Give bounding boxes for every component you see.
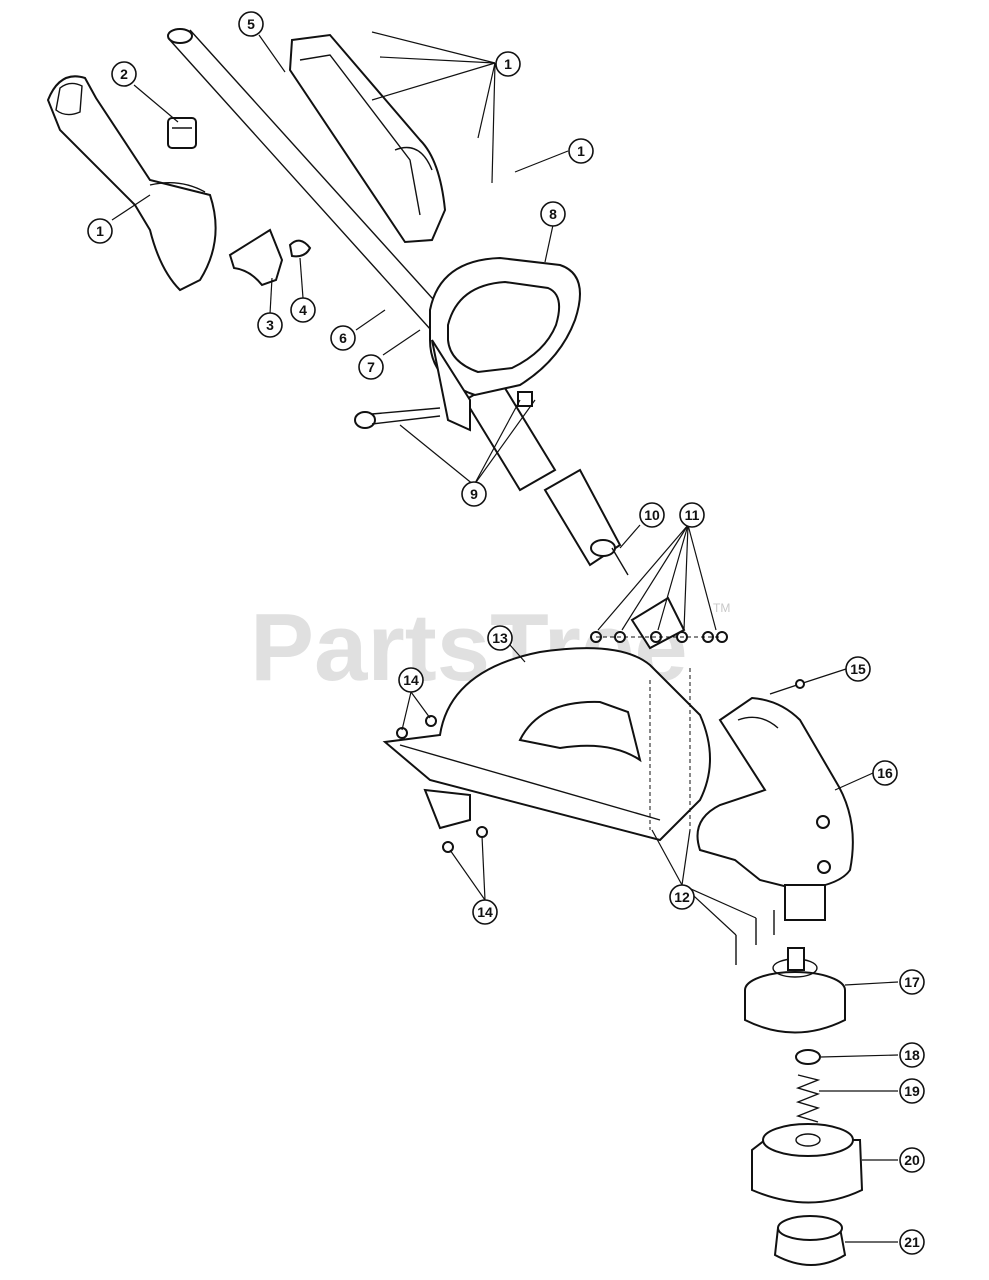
svg-text:15: 15 xyxy=(850,661,866,677)
svg-text:16: 16 xyxy=(877,765,893,781)
callout-8: 8 xyxy=(540,201,566,227)
motor-housing xyxy=(696,696,854,921)
housing-screws xyxy=(649,668,775,965)
assist-handle xyxy=(429,256,581,432)
svg-text:14: 14 xyxy=(403,672,419,688)
callout-5: 5 xyxy=(238,11,264,37)
callout-2: 2 xyxy=(111,61,137,87)
callout-1a: 1 xyxy=(495,51,521,77)
callout-10: 10 xyxy=(639,502,665,528)
callout-15: 15 xyxy=(845,656,871,682)
svg-text:7: 7 xyxy=(367,359,375,375)
callout-20: 20 xyxy=(899,1147,925,1173)
callout-7: 7 xyxy=(358,354,384,380)
upper-shaft xyxy=(167,28,471,341)
svg-text:18: 18 xyxy=(904,1047,920,1063)
debris-guard xyxy=(382,647,711,842)
spool-spring xyxy=(795,1074,821,1123)
svg-text:8: 8 xyxy=(549,206,557,222)
callout-16: 16 xyxy=(872,760,898,786)
svg-text:5: 5 xyxy=(247,16,255,32)
callout-19: 19 xyxy=(899,1078,925,1104)
callout-3: 3 xyxy=(257,312,283,338)
svg-text:2: 2 xyxy=(120,66,128,82)
front-handle-housing xyxy=(288,33,447,244)
svg-text:13: 13 xyxy=(492,630,508,646)
svg-text:12: 12 xyxy=(674,889,690,905)
callout-14a: 14 xyxy=(398,667,424,693)
handle-bolt xyxy=(354,391,533,429)
svg-text:11: 11 xyxy=(685,507,700,523)
guard-bracket xyxy=(396,715,488,853)
svg-text:10: 10 xyxy=(644,507,660,523)
callout-1c: 1 xyxy=(87,218,113,244)
svg-text:21: 21 xyxy=(904,1234,920,1250)
washer xyxy=(795,1049,821,1065)
svg-text:1: 1 xyxy=(577,143,585,159)
svg-text:14: 14 xyxy=(477,904,493,920)
coupler-pin xyxy=(611,547,629,576)
watermark-trademark: TM xyxy=(713,601,730,615)
leader-lines xyxy=(111,31,899,1243)
callout-9: 9 xyxy=(461,481,487,507)
svg-text:4: 4 xyxy=(299,302,307,318)
callout-13: 13 xyxy=(487,625,513,651)
bump-knob xyxy=(773,1215,847,1266)
spool-housing xyxy=(744,947,846,1034)
svg-text:19: 19 xyxy=(904,1083,920,1099)
svg-text:1: 1 xyxy=(504,56,512,72)
svg-text:9: 9 xyxy=(470,486,478,502)
callout-6: 6 xyxy=(330,325,356,351)
switch xyxy=(167,117,197,149)
svg-text:20: 20 xyxy=(904,1152,920,1168)
shaft-clamp xyxy=(590,596,728,650)
spool xyxy=(751,1123,864,1204)
svg-text:17: 17 xyxy=(904,974,920,990)
callout-18: 18 xyxy=(899,1042,925,1068)
callout-17: 17 xyxy=(899,969,925,995)
rear-handle-housing xyxy=(46,75,217,292)
callout-1b: 1 xyxy=(568,138,594,164)
svg-text:6: 6 xyxy=(339,330,347,346)
trigger-spring xyxy=(288,239,312,258)
housing-screw xyxy=(769,679,805,695)
callout-11: 11 xyxy=(679,502,705,528)
svg-text:3: 3 xyxy=(266,317,274,333)
callout-4: 4 xyxy=(290,297,316,323)
trigger xyxy=(228,228,284,287)
svg-text:1: 1 xyxy=(96,223,104,239)
callout-21: 21 xyxy=(899,1229,925,1255)
callout-14b: 14 xyxy=(472,899,498,925)
callout-12: 12 xyxy=(669,884,695,910)
lower-shaft xyxy=(463,378,622,567)
